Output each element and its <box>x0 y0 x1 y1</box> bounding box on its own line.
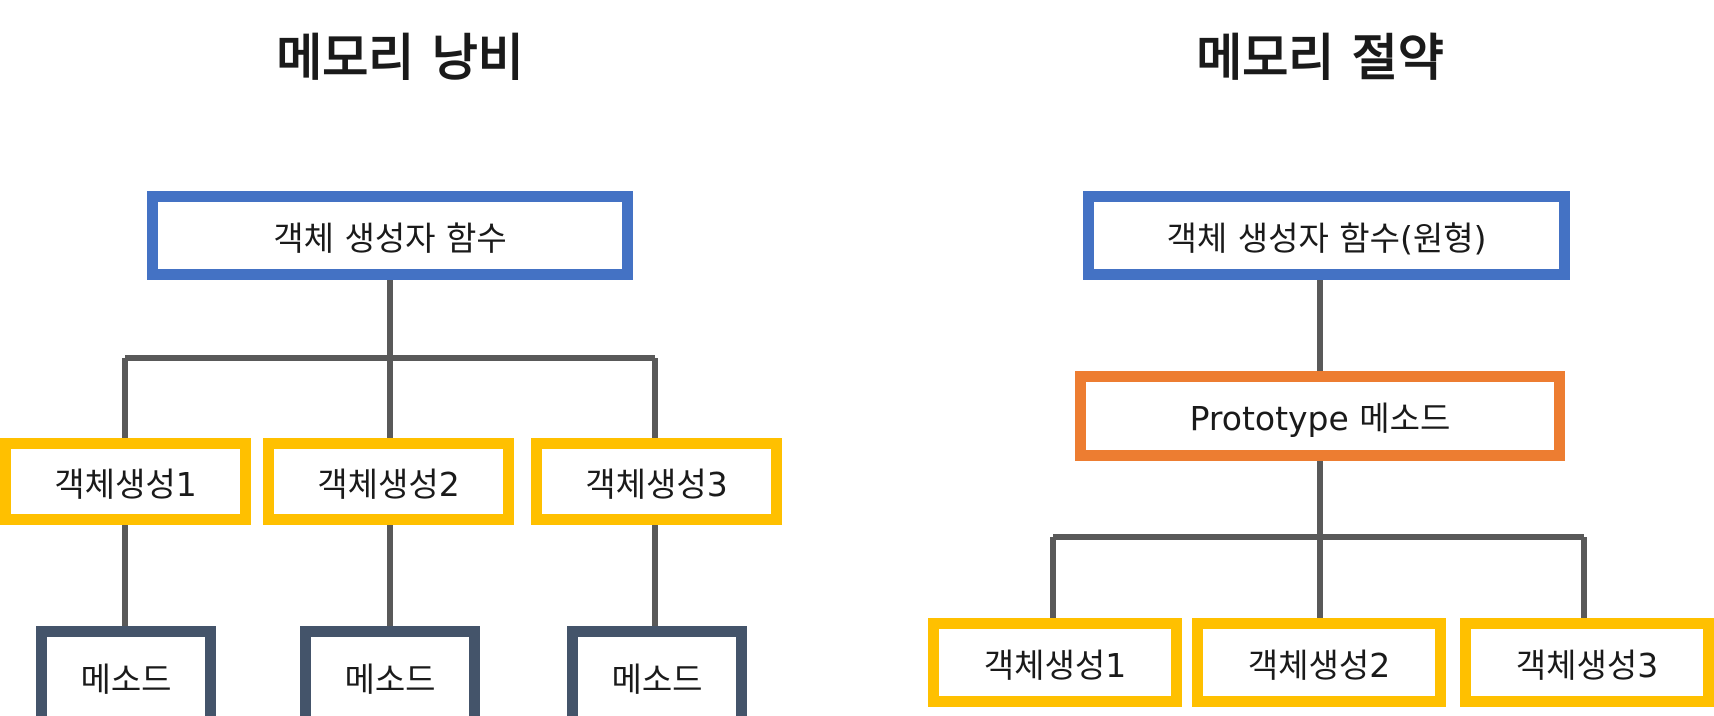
left-object-label-1: 객체생성1 <box>54 464 197 504</box>
left-method-label-1: 메소드 <box>80 659 172 699</box>
left-method-label-2: 메소드 <box>344 659 436 699</box>
left-constructor-label: 객체 생성자 함수 <box>273 218 507 258</box>
left-method-box-3: 메소드 <box>567 626 747 716</box>
right-object-box-1: 객체생성1 <box>928 618 1182 707</box>
left-method-box-1: 메소드 <box>36 626 216 716</box>
left-object-box-1: 객체생성1 <box>0 438 251 525</box>
right-object-label-2: 객체생성2 <box>1247 645 1391 685</box>
right-constructor-box: 객체 생성자 함수(원형) <box>1083 191 1570 280</box>
left-object-label-2: 객체생성2 <box>317 464 460 504</box>
right-object-box-3: 객체생성3 <box>1460 618 1714 707</box>
right-object-label-1: 객체생성1 <box>983 645 1127 685</box>
left-object-box-2: 객체생성2 <box>263 438 514 525</box>
right-object-box-2: 객체생성2 <box>1192 618 1446 707</box>
right-prototype-box: Prototype 메소드 <box>1075 371 1565 461</box>
right-title: 메모리 절약 <box>1196 29 1444 87</box>
left-object-label-3: 객체생성3 <box>585 464 728 504</box>
right-constructor-label: 객체 생성자 함수(원형) <box>1166 218 1487 258</box>
left-title: 메모리 낭비 <box>276 29 524 87</box>
left-constructor-box: 객체 생성자 함수 <box>147 191 633 280</box>
left-object-box-3: 객체생성3 <box>531 438 782 525</box>
right-prototype-label: Prototype 메소드 <box>1189 399 1451 438</box>
left-method-box-2: 메소드 <box>300 626 480 716</box>
left-method-label-3: 메소드 <box>611 659 703 699</box>
right-object-label-3: 객체생성3 <box>1515 645 1659 685</box>
